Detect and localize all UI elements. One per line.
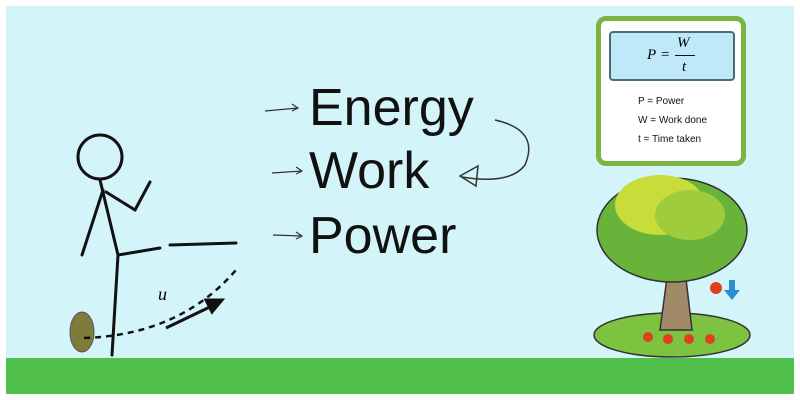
term-power: Power — [309, 207, 457, 265]
down-arrow-icon — [724, 280, 740, 300]
falling-apple — [710, 282, 722, 294]
term-work: Work — [309, 142, 430, 200]
ball-trajectory — [83, 269, 237, 340]
ground — [6, 358, 794, 394]
velocity-arrow — [165, 298, 226, 330]
tree — [593, 175, 751, 358]
formula-lhs: P — [647, 47, 657, 63]
formula-card: P = W t P = Power W = Work done t = Time… — [596, 16, 746, 166]
legend-time: t = Time taken — [638, 134, 702, 145]
legend-work: W = Work done — [638, 115, 708, 126]
term-arrows — [264, 103, 530, 240]
formula-equals: = — [661, 47, 670, 63]
ball — [69, 311, 95, 353]
power-formula: P = W t — [609, 31, 735, 81]
fraction-bar — [675, 55, 695, 56]
stick-figure — [76, 133, 238, 357]
formula-numerator: W — [677, 35, 690, 51]
formula-denominator: t — [682, 59, 687, 75]
velocity-label: u — [158, 284, 167, 304]
legend-power: P = Power — [638, 96, 685, 107]
fallen-apples — [643, 332, 715, 344]
term-energy: Energy — [309, 79, 474, 137]
